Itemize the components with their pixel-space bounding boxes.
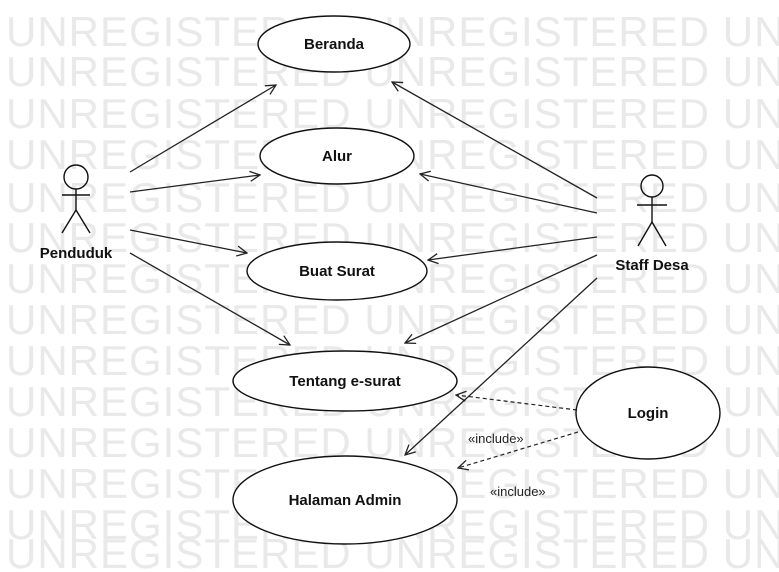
use-case-label: Alur [322,148,352,165]
use-case-label: Login [628,405,669,422]
actor-head-icon [63,164,89,190]
actor-label-penduduk: Penduduk [40,245,113,262]
actor-label-staff-desa: Staff Desa [615,257,689,274]
association-staff-admin [405,277,598,455]
watermark-text: UNREGISTERED UNREGISTERED UNREGIST [6,296,779,343]
include-login-tentang [456,395,578,411]
association-staff-buat-surat [428,236,598,260]
association-penduduk-beranda [129,85,276,173]
use-case-label: Buat Surat [299,263,375,280]
use-case-tentang-e-surat[interactable]: Tentang e-surat [232,350,458,412]
use-case-halaman-admin[interactable]: Halaman Admin [232,455,458,545]
association-staff-alur [420,174,598,214]
association-staff-tentang [405,254,598,343]
use-case-label: Halaman Admin [289,492,402,509]
use-case-login[interactable]: Login [575,366,721,460]
actor-head-icon [640,174,664,198]
include-label: «include» [490,484,546,499]
association-penduduk-alur [129,175,260,193]
use-case-alur[interactable]: Alur [259,127,415,185]
use-case-label: Tentang e-surat [289,373,400,390]
use-case-label: Beranda [304,36,365,53]
actor-staff-desa[interactable] [637,174,667,247]
actor-penduduk[interactable] [61,164,91,234]
association-penduduk-tentang [129,252,290,345]
association-penduduk-buat-surat [129,229,247,253]
include-label: «include» [468,431,524,446]
watermark-text: UNREGISTERED UNREGISTERED UNREGIST [6,90,779,137]
association-staff-beranda [392,82,598,199]
use-case-buat-surat[interactable]: Buat Surat [246,241,428,301]
use-case-beranda[interactable]: Beranda [257,15,411,73]
